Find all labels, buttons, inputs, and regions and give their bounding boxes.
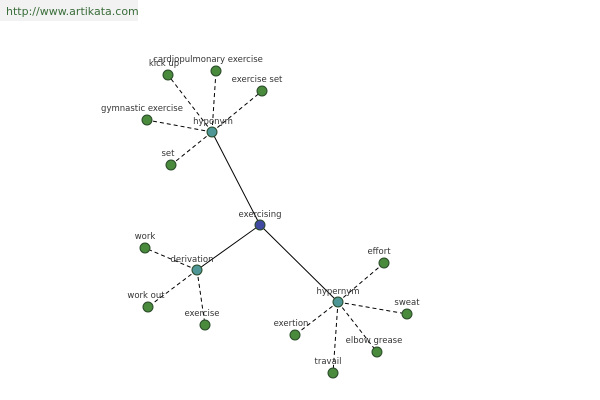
node-exercising[interactable]	[254, 219, 266, 231]
node-label-elbow-grease: elbow grease	[346, 336, 403, 346]
node-derivation[interactable]	[191, 264, 203, 276]
node-cardiopulmonary-exercise[interactable]	[210, 65, 222, 77]
node-exercise[interactable]	[199, 319, 211, 331]
node-label-travail: travail	[315, 357, 342, 367]
node-label-work: work	[135, 232, 156, 242]
graph-nodes	[139, 65, 413, 379]
node-exertion[interactable]	[289, 329, 301, 341]
node-label-exercise: exercise	[184, 309, 219, 319]
node-label-hypernym: hypernym	[316, 287, 359, 297]
node-label-set: set	[162, 149, 176, 159]
node-effort[interactable]	[378, 257, 390, 269]
node-label-derivation: derivation	[170, 255, 213, 265]
edge-exercising-derivation	[196, 224, 261, 271]
edge-hyponym-exercise-set	[211, 90, 263, 133]
node-label-hyponym: hyponym	[193, 117, 233, 127]
node-label-cardiopulmonary-exercise: cardiopulmonary exercise	[153, 55, 263, 65]
edge-hypernym-elbow-grease	[337, 301, 378, 353]
node-label-effort: effort	[367, 247, 391, 257]
edge-hyponym-set	[170, 131, 213, 166]
node-exercise-set[interactable]	[256, 85, 268, 97]
node-work-out[interactable]	[142, 301, 154, 313]
node-elbow-grease[interactable]	[371, 346, 383, 358]
edge-hypernym-exertion	[294, 301, 339, 336]
node-label-kick-up: kick up	[149, 59, 179, 69]
node-label-sweat: sweat	[394, 298, 420, 308]
edge-hyponym-kick-up	[167, 74, 213, 133]
edge-exercising-hypernym	[259, 224, 339, 303]
node-hyponym[interactable]	[206, 126, 218, 138]
node-hypernym[interactable]	[332, 296, 344, 308]
node-label-exercising: exercising	[239, 210, 282, 220]
edge-derivation-work-out	[147, 269, 198, 308]
graph-edges	[144, 70, 408, 374]
site-url-link[interactable]: http://www.artikata.com	[6, 5, 139, 18]
edge-hypernym-effort	[337, 262, 385, 303]
node-gymnastic-exercise[interactable]	[141, 114, 153, 126]
node-label-gymnastic-exercise: gymnastic exercise	[101, 104, 183, 114]
node-label-exercise-set: exercise set	[232, 75, 283, 85]
edge-derivation-work	[144, 247, 198, 271]
node-kick-up[interactable]	[162, 69, 174, 81]
node-set[interactable]	[165, 159, 177, 171]
url-banner: http://www.artikata.com	[0, 0, 139, 21]
node-label-work-out: work out	[127, 291, 165, 301]
node-label-exertion: exertion	[274, 319, 309, 329]
edge-derivation-exercise	[196, 269, 206, 326]
node-travail[interactable]	[327, 367, 339, 379]
edge-hypernym-travail	[332, 301, 339, 374]
edge-hypernym-sweat	[337, 301, 408, 315]
node-work[interactable]	[139, 242, 151, 254]
edge-exercising-hyponym	[211, 131, 261, 226]
edge-hyponym-cardiopulmonary-exercise	[211, 70, 217, 133]
node-sweat[interactable]	[401, 308, 413, 320]
